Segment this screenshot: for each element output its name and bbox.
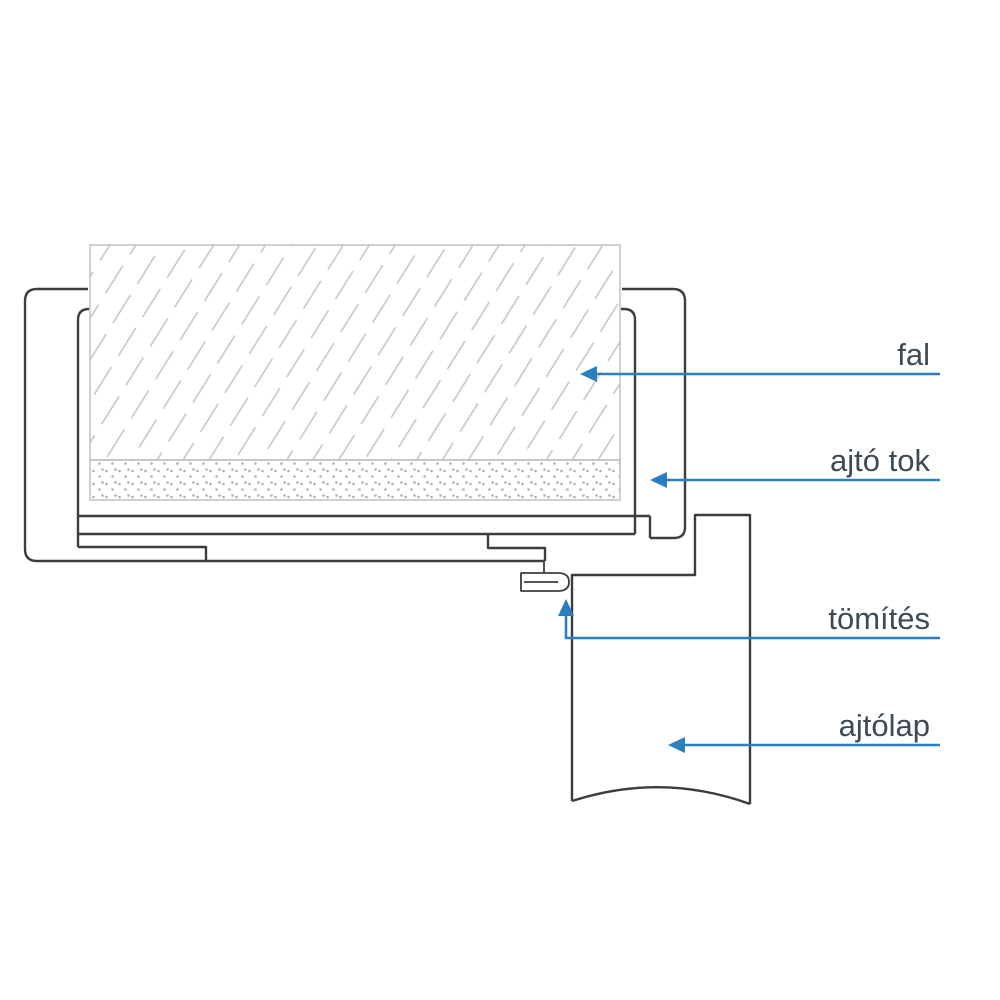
frame-face-bottom (23, 548, 545, 563)
frame-outer-left (23, 287, 88, 549)
label-ajtolap: ajtólap (839, 708, 930, 743)
arrow-left-icon (668, 737, 685, 753)
frame-outer-right (622, 287, 687, 540)
door-leaf-outline (570, 513, 752, 804)
callout-ajtolap: ajtólap (668, 708, 940, 753)
wall-hatch-area (89, 244, 621, 461)
door-frame-profile (23, 287, 687, 563)
arrow-left-icon (580, 366, 597, 382)
label-tomites: tömítés (828, 601, 930, 636)
door-leaf (570, 513, 752, 806)
door-leaf-break-curve (571, 786, 751, 806)
frame-face-step-left (78, 545, 208, 561)
seal-detail (520, 561, 570, 592)
callout-fal: fal (580, 337, 940, 382)
label-ajto-tok: ajtó tok (830, 443, 930, 478)
arrow-up-icon (558, 599, 574, 616)
frame-inner-left (76, 307, 90, 547)
callout-tomites: tömítés (558, 599, 940, 640)
arrow-left-icon (650, 472, 667, 488)
callout-ajto-tok: ajtó tok (650, 443, 940, 488)
leader-line-tomites (564, 614, 940, 640)
wall-section (89, 244, 621, 501)
frame-door-stop-step (486, 534, 547, 561)
label-fal: fal (897, 337, 930, 372)
plaster-dotted-band (89, 459, 621, 501)
frame-inner-right (621, 307, 637, 534)
seal-gasket-body (520, 572, 570, 592)
